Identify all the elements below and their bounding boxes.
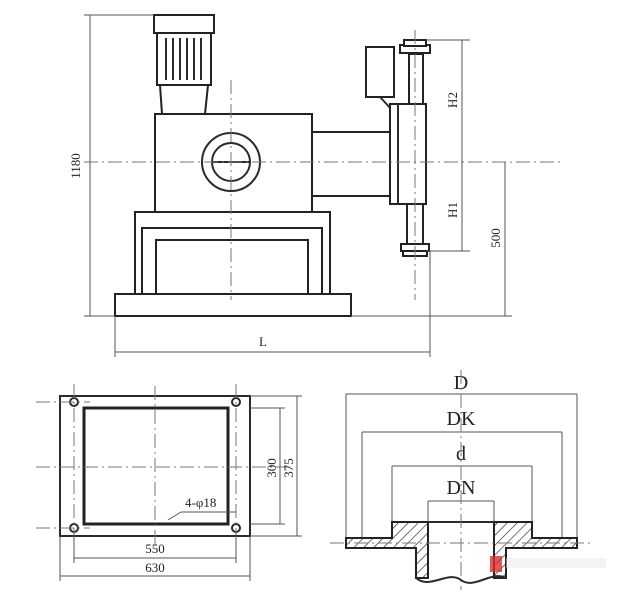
flange-body-right	[493, 521, 578, 579]
dimension-l: L	[114, 251, 431, 357]
holes-note: 4-φ18	[185, 495, 216, 510]
dim-300-text: 300	[264, 458, 279, 478]
dim-630-text: 630	[145, 560, 165, 575]
dim-500-text: 500	[488, 228, 503, 248]
plan-view: 4-φ18 550 630 300 375	[36, 384, 302, 581]
gearbox-housing	[154, 113, 313, 213]
dimension-500: 500	[351, 162, 512, 317]
dimension-1180: 1180	[68, 14, 154, 317]
dim-h2-text: H2	[445, 92, 460, 108]
logo-mark	[490, 556, 502, 572]
support-frame	[134, 211, 331, 295]
dim-l-text: L	[259, 334, 267, 349]
dim-1180-text: 1180	[68, 153, 83, 179]
watermark-logo	[490, 556, 606, 572]
motor	[153, 14, 215, 115]
base-plate	[114, 293, 352, 317]
label-DN: DN	[447, 477, 476, 499]
flange-body-left	[345, 521, 429, 579]
pump-arm	[311, 46, 395, 197]
dim-h1-text: H1	[445, 202, 460, 218]
dim-550-text: 550	[145, 541, 165, 556]
pump-head	[389, 39, 431, 257]
dim-375-text: 375	[281, 458, 296, 478]
elevation-view: 1180 H2 H1 500 L	[68, 14, 560, 357]
flange-section: D DK d DN	[330, 370, 590, 590]
dimension-h1-h2: H2 H1	[426, 39, 470, 252]
